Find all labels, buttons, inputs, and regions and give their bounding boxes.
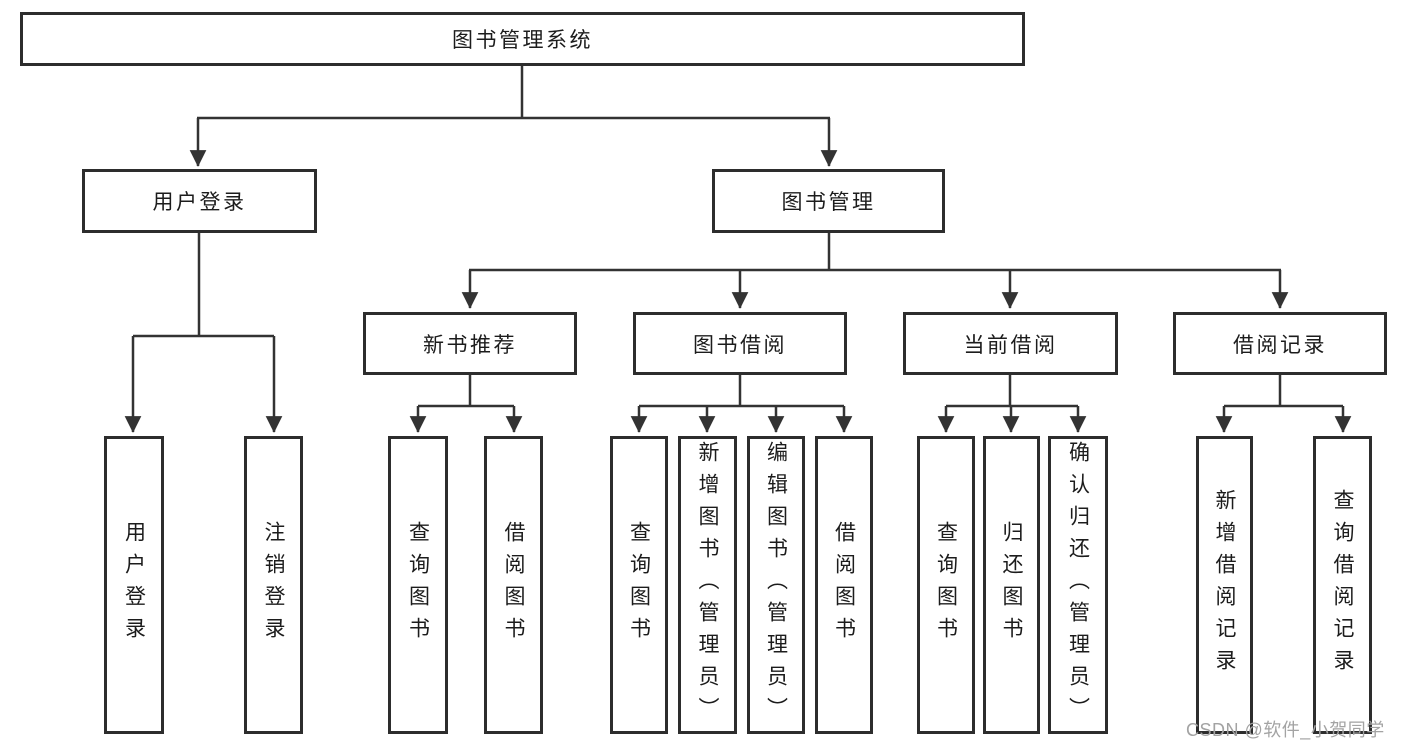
node-borrow-books-recommend: 借阅图书	[484, 436, 543, 734]
node-edit-books-admin-label: 编辑图书（管理员）	[764, 441, 788, 729]
node-library-system: 图书管理系统	[20, 12, 1025, 66]
node-query-books-current: 查询图书	[917, 436, 975, 734]
node-borrow-books: 借阅图书	[815, 436, 873, 734]
node-add-borrow-record-label: 新增借阅记录	[1213, 489, 1236, 681]
node-user-login-label: 用户登录	[152, 191, 247, 214]
node-logout-action: 注销登录	[244, 436, 303, 734]
node-query-books-recommend-label: 查询图书	[406, 521, 430, 649]
node-new-book-recommend: 新书推荐	[363, 312, 577, 375]
node-borrow-books-recommend-label: 借阅图书	[502, 521, 525, 649]
node-current-borrowing-label: 当前借阅	[963, 333, 1058, 357]
node-query-borrow-record-label: 查询借阅记录	[1331, 489, 1354, 681]
node-new-book-recommend-label: 新书推荐	[423, 333, 517, 357]
node-borrowing-records-label: 借阅记录	[1233, 333, 1327, 357]
node-query-borrow-record: 查询借阅记录	[1313, 436, 1372, 734]
node-query-books-current-label: 查询图书	[934, 521, 958, 649]
node-borrowing-records: 借阅记录	[1173, 312, 1387, 375]
node-confirm-return-admin: 确认归还（管理员）	[1048, 436, 1108, 734]
node-add-books-admin: 新增图书（管理员）	[678, 436, 737, 734]
node-book-borrowing-label: 图书借阅	[693, 333, 787, 357]
node-add-borrow-record: 新增借阅记录	[1196, 436, 1253, 734]
node-add-books-admin-label: 新增图书（管理员）	[696, 441, 719, 729]
node-user-login-action: 用户登录	[104, 436, 164, 734]
connector-trunk-lines	[133, 66, 1343, 408]
node-user-login-action-label: 用户登录	[122, 521, 146, 649]
node-book-borrowing: 图书借阅	[633, 312, 847, 375]
node-query-books-recommend: 查询图书	[388, 436, 448, 734]
node-edit-books-admin: 编辑图书（管理员）	[747, 436, 805, 734]
node-confirm-return-admin-label: 确认归还（管理员）	[1066, 441, 1090, 729]
node-library-system-label: 图书管理系统	[452, 29, 593, 52]
node-logout-action-label: 注销登录	[262, 521, 285, 649]
node-book-management: 图书管理	[712, 169, 945, 233]
node-book-management-label: 图书管理	[781, 191, 876, 214]
node-user-login: 用户登录	[82, 169, 317, 233]
node-return-books-label: 归还图书	[1000, 521, 1023, 649]
node-return-books: 归还图书	[983, 436, 1040, 734]
node-current-borrowing: 当前借阅	[903, 312, 1118, 375]
watermark: CSDN @软件_小贺同学	[1186, 720, 1385, 740]
node-query-books-borrowing-label: 查询图书	[627, 521, 651, 649]
node-borrow-books-label: 借阅图书	[832, 521, 856, 649]
node-query-books-borrowing: 查询图书	[610, 436, 668, 734]
